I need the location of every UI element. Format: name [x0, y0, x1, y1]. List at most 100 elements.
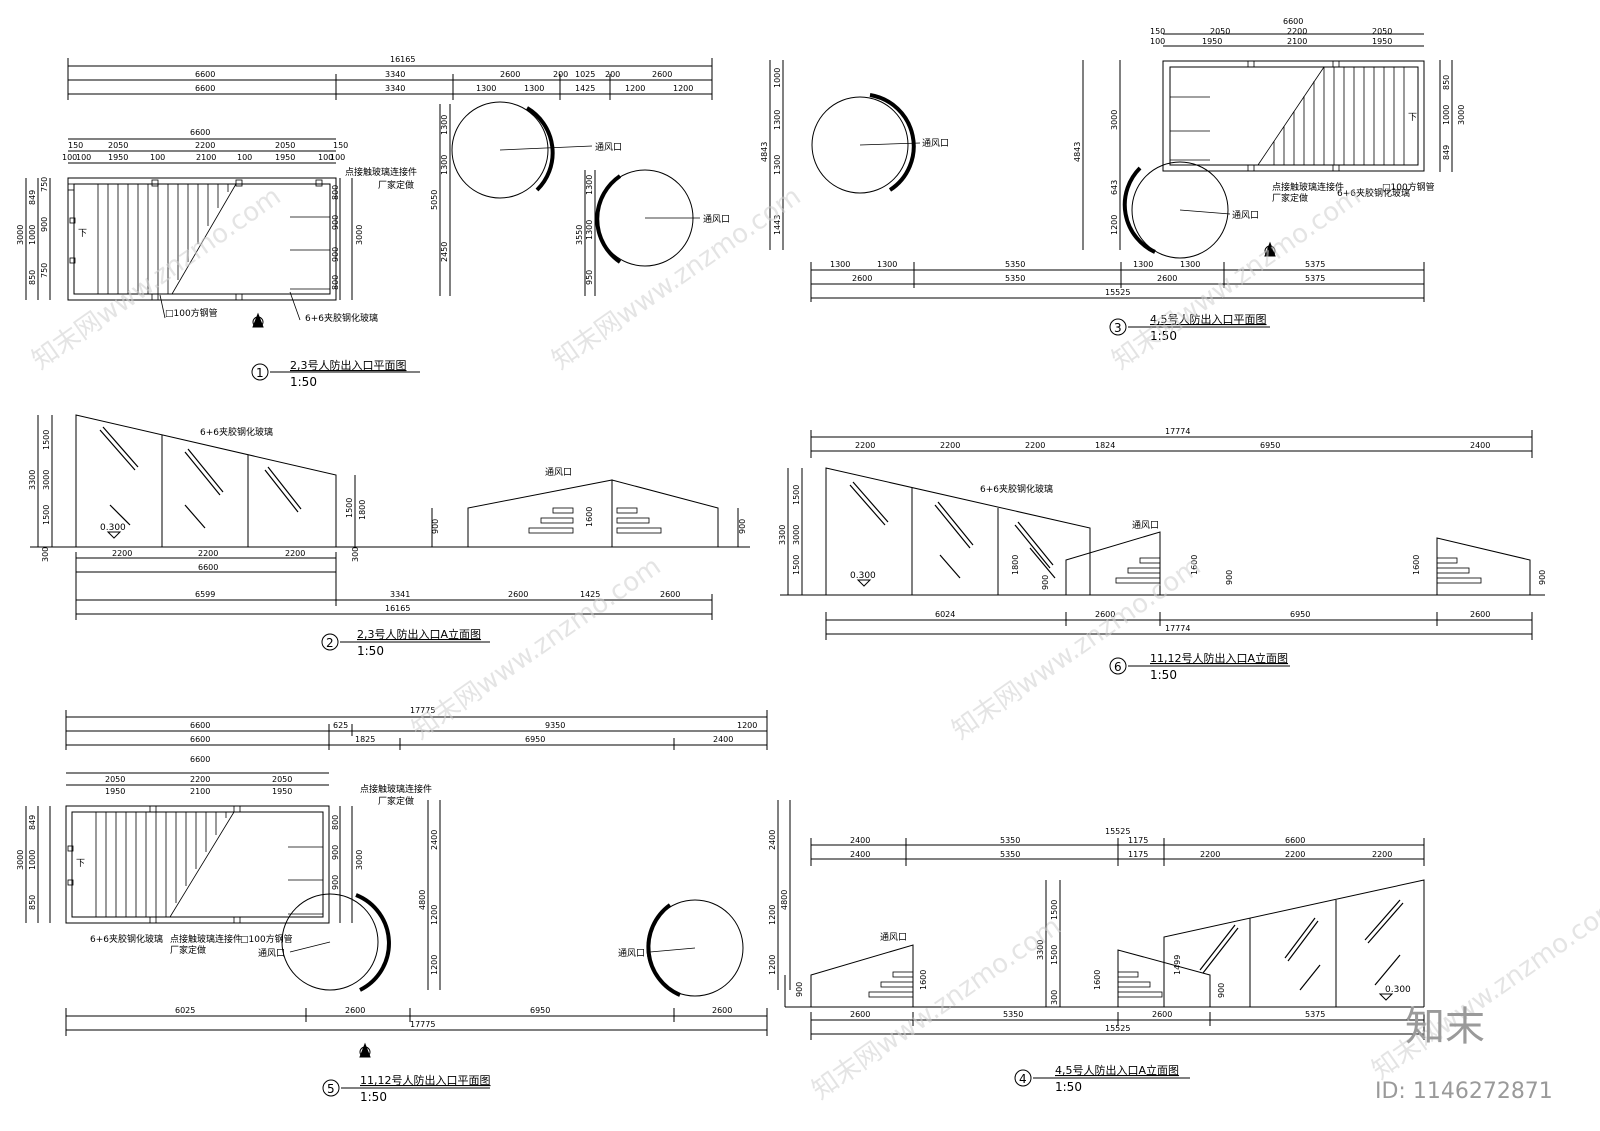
d4-dim: 15525 — [1105, 1024, 1130, 1033]
d6-dim: 17774 — [1165, 427, 1190, 436]
d5-dim: 1200 — [768, 905, 777, 925]
plan-dim-v: 900 — [331, 247, 340, 262]
d5-dim: 6600 — [190, 735, 210, 744]
d6-dim: 2200 — [1025, 441, 1045, 450]
d6-dim: 17774 — [1165, 624, 1190, 633]
plan-dim: 100 — [237, 153, 252, 162]
d4-dim: 1175 — [1128, 850, 1148, 859]
d4-dim: 2200 — [1200, 850, 1220, 859]
plan-dim-v: 850 — [28, 895, 37, 910]
d3-dim: 5350 — [1005, 260, 1025, 269]
drawing-1-plan: 16165 6600 3340 2600 200 1025 200 2600 6… — [16, 55, 730, 389]
plan-dim: 2050 — [275, 141, 295, 150]
plan-dim-v: 900 — [331, 215, 340, 230]
d2-dim: 6599 — [195, 590, 215, 599]
d6-dim: 3300 — [778, 525, 787, 545]
plan-dim: 100 — [330, 153, 345, 162]
glass-canopy-outline — [825, 467, 1091, 595]
c1-dim: 1300 — [440, 115, 449, 135]
d4-dim: 1500 — [1050, 900, 1059, 920]
steel-pipe-label: □100方钢管 — [1382, 181, 1435, 193]
d5-number: 5 — [327, 1082, 335, 1096]
d2-dim: 1425 — [580, 590, 600, 599]
d6-dim: 6950 — [1290, 610, 1310, 619]
plan-dim: 2050 — [272, 775, 292, 784]
d1-dim: 6600 — [195, 70, 215, 79]
c1-dim: 1300 — [440, 155, 449, 175]
plan-dim: 6600 — [1283, 17, 1303, 26]
connector-label: 点接触玻璃连接件 — [360, 783, 432, 795]
d4-dim: 1175 — [1128, 836, 1148, 845]
stair-treads — [97, 183, 237, 295]
plan-dim-v: 800 — [331, 275, 340, 290]
d3-dim: 1300 — [830, 260, 850, 269]
d2-dim: 3300 — [28, 470, 37, 490]
d3-dim: 850 — [1442, 75, 1451, 90]
d6-title: 11,12号人防出入口A立面图 — [1150, 651, 1288, 665]
stair-enclosure-outline — [67, 177, 337, 301]
plan-dim: 150 — [333, 141, 348, 150]
d2-dim: 2200 — [198, 549, 218, 558]
drawing-4-elevation: 15525 2400 5350 1175 6600 2400 5350 1175… — [784, 827, 1425, 1094]
vent-circle — [281, 893, 391, 992]
d3-dim: 1200 — [1110, 215, 1119, 235]
d5-dim: 1200 — [430, 905, 439, 925]
c2-dim: 1300 — [585, 175, 594, 195]
d6-dim: 1600 — [1190, 555, 1199, 575]
plan-dim: 2050 — [105, 775, 125, 784]
d5-dim: 4800 — [418, 890, 427, 910]
d3-title: 4,5号人防出入口平面图 — [1150, 312, 1267, 326]
d5-dim: 6025 — [175, 1006, 195, 1015]
d6-number: 6 — [1114, 660, 1122, 674]
c1-dim: 2450 — [440, 242, 449, 262]
vent-label: 通风口 — [1132, 520, 1159, 531]
steel-pipe-label: □100方钢管 — [240, 933, 293, 945]
d6-dim: 6024 — [935, 610, 955, 619]
d1-dim: 1200 — [673, 84, 693, 93]
vent-label: 通风口 — [618, 948, 645, 959]
vent-elevation — [1436, 537, 1531, 595]
down-label: 下 — [76, 859, 85, 869]
glass-canopy-outline — [75, 414, 337, 547]
d1-dim: 2600 — [652, 70, 672, 79]
d3-dim: 15525 — [1105, 288, 1130, 297]
d2-dim: 900 — [738, 519, 747, 534]
d5-dim: 6950 — [525, 735, 545, 744]
d2-dim: 2200 — [112, 549, 132, 558]
plan-dim: 2100 — [196, 153, 216, 162]
d4-dim: 5350 — [1000, 836, 1020, 845]
d1-dim: 3340 — [385, 84, 405, 93]
connector-label: 点接触玻璃连接件 — [170, 933, 242, 945]
d4-dim: 2200 — [1285, 850, 1305, 859]
drawing-3-plan: 6600 150 2050 2200 2050 100 1950 2100 19… — [760, 17, 1466, 343]
d2-dim: 1500 — [345, 498, 354, 518]
d2-dim: 2200 — [285, 549, 305, 558]
plan-dim: 150 — [1150, 27, 1165, 36]
elevation-label: 0.300 — [850, 571, 876, 581]
plan-dim-v: 800 — [331, 815, 340, 830]
plan-dim: 2100 — [1287, 37, 1307, 46]
d2-dim: 1600 — [585, 507, 594, 527]
d2-number: 2 — [326, 636, 334, 650]
d4-scale: 1:50 — [1055, 1080, 1082, 1094]
plan-dim-v: 900 — [40, 217, 49, 232]
vent-label: 通风口 — [595, 142, 622, 153]
d2-dim: 1500 — [42, 430, 51, 450]
glass-label: 6+6夹胶钢化玻璃 — [1337, 187, 1410, 199]
down-label: 下 — [78, 229, 87, 239]
d5-dim: 6600 — [190, 721, 210, 730]
d6-dim: 2600 — [1095, 610, 1115, 619]
d6-dim: 1824 — [1095, 441, 1115, 450]
d5-dim: 1200 — [768, 955, 777, 975]
drawing-6-elevation: 17774 2200 2200 2200 1824 6950 2400 6+6夹… — [778, 427, 1547, 682]
c2-dim-total: 3550 — [575, 225, 584, 245]
d5-dim: 2400 — [768, 830, 777, 850]
plan-dim: 100 — [1150, 37, 1165, 46]
watermark-text: 知末网www.znzmo.com — [807, 911, 1067, 1105]
d6-dim: 900 — [1538, 570, 1547, 585]
d2-dim: 300 — [351, 547, 360, 562]
d5-dim: 2400 — [713, 735, 733, 744]
north-arrow-icon — [359, 1042, 371, 1058]
d5-dim: 1200 — [737, 721, 757, 730]
